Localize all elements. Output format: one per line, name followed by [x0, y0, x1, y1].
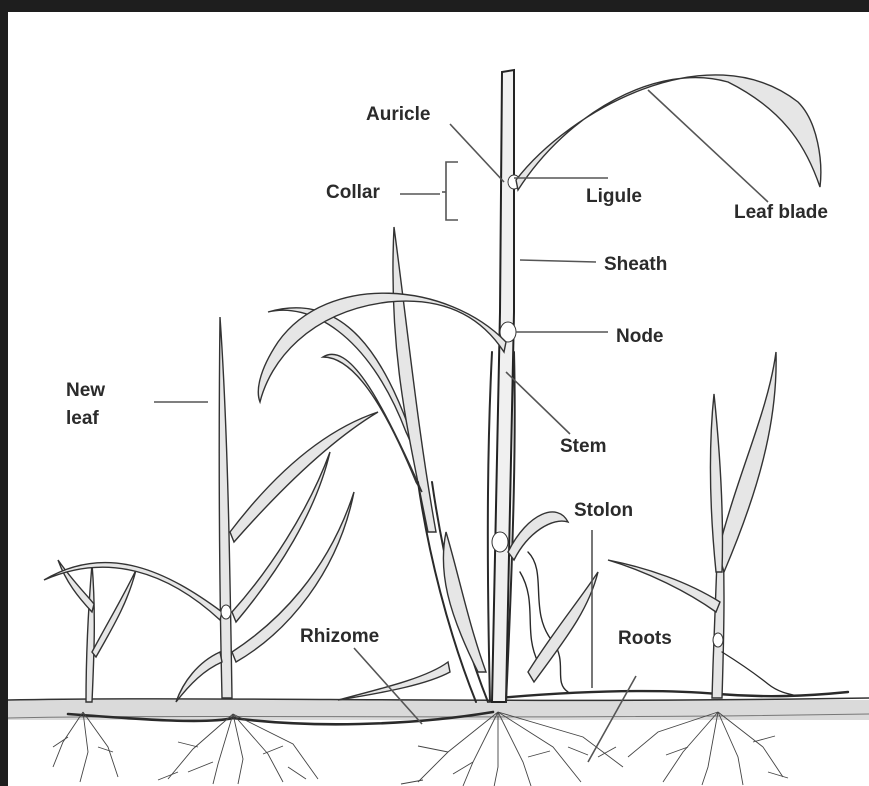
label-collar: Collar — [326, 182, 380, 203]
label-ligule: Ligule — [586, 186, 642, 207]
stolon-runner — [498, 691, 848, 698]
label-new-leaf-line1: New — [66, 380, 105, 401]
label-leaf-blade: Leaf blade — [734, 202, 828, 223]
label-rhizome: Rhizome — [300, 626, 379, 647]
tall-stem — [258, 70, 820, 702]
label-stem: Stem — [560, 436, 606, 457]
label-new-leaf-line2: leaf — [66, 408, 99, 429]
label-sheath: Sheath — [604, 254, 667, 275]
small-shoot — [58, 560, 136, 702]
label-auricle: Auricle — [366, 104, 430, 125]
label-stolon: Stolon — [574, 500, 633, 521]
grass-anatomy-diagram: Auricle Collar Ligule Leaf blade Sheath … — [8, 12, 869, 786]
soil-surface — [8, 698, 869, 720]
label-roots: Roots — [618, 628, 672, 649]
label-node: Node — [616, 326, 664, 347]
